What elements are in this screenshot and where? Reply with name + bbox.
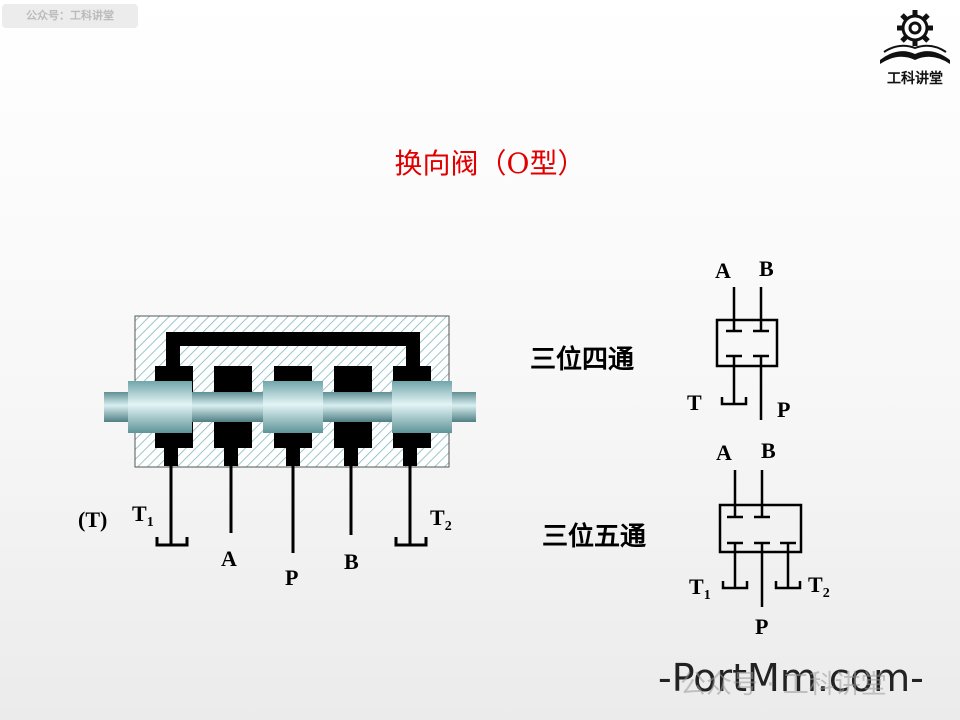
svg-text:T2: T2 [808,572,830,601]
five-way-label-t2: T [808,572,823,597]
page-title: 换向阀（O型） [394,147,586,180]
four-way-label-b: B [759,256,774,281]
five-way-label-p: P [755,614,768,639]
footer-brand: -PortMm.com- [658,656,924,700]
spool-lands [128,381,452,433]
four-way-label-a: A [715,258,731,283]
port-label-p: P [285,565,298,590]
port-label-a: A [221,546,237,571]
four-way-label-t: T [687,390,702,415]
port-label-b: B [344,549,359,574]
port-label-t1: T [132,501,147,526]
five-way-label-a: A [716,440,732,465]
four-way-symbol [715,287,779,420]
port-label-t-bracket: (T) [78,507,107,532]
port-label-t2-sub: 2 [445,519,452,534]
port-lines [155,466,428,553]
five-way-symbol [718,470,803,607]
port-label-t2: T [430,505,445,530]
five-way-label-b: B [761,438,776,463]
four-way-label: 三位四通 [530,344,634,375]
four-way-label-p: P [777,397,790,422]
five-way-label: 三位五通 [542,521,646,552]
svg-text:T2: T2 [430,505,452,534]
footer-watermark: 公众号 · 工科讲堂 [680,670,887,700]
five-way-label-t1-sub: 1 [704,588,711,603]
logo-icon [880,10,950,64]
five-way-label-t1: T [689,574,704,599]
five-way-label-t2-sub: 2 [823,586,830,601]
port-label-t1-sub: 1 [147,515,154,530]
svg-text:T1: T1 [689,574,711,603]
internal-passage [166,332,420,392]
account-tag: 公众号：工科讲堂 [2,4,138,28]
logo-text: 工科讲堂 [887,71,943,87]
svg-text:T1: T1 [132,501,154,530]
